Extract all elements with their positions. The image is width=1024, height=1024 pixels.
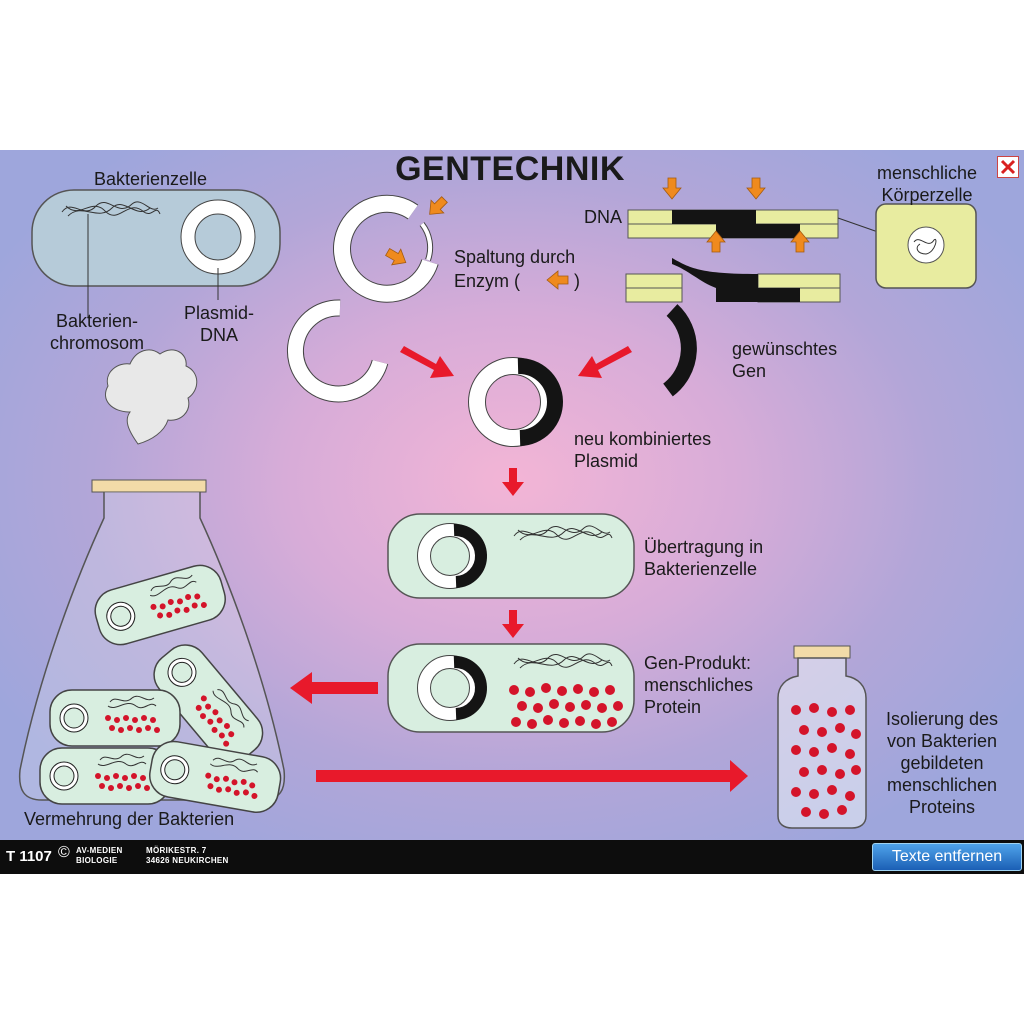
recombined-plasmid-line-1: neu kombiniertes [574,429,712,449]
transfer-line-2: Bakterienzelle [644,559,758,579]
gene-product-line-3: Protein [644,697,702,717]
page-title: GENTECHNIK [395,150,625,188]
bacterial-chromosome-line-2: chromosom [49,333,145,353]
isolation-label: Isolierung des von Bakterien gebildeten … [872,708,1012,818]
close-button[interactable] [997,156,1019,178]
street-text: MÖRIKESTR. 7 [146,846,207,855]
diagram-stage: GENTECHNIK Bakterienzelle Bakterien- chr… [0,150,1024,840]
publisher-text: AV-MEDIEN [76,846,123,855]
bacterial-chromosome-line-1: Bakterien- [55,311,139,331]
recombined-plasmid-line-2: Plasmid [574,451,639,471]
subject-text: BIOLOGIE [76,856,118,865]
gene-product-line-1: Gen-Produkt: [644,653,752,673]
dna-label: DNA [584,207,623,227]
desired-gene-line-1: gewünschtes [732,339,838,359]
remove-texts-button[interactable]: Texte entfernen [872,843,1022,871]
copyright-symbol: © [58,844,70,861]
close-x-icon [1000,159,1016,175]
human-cell-label: menschliche Körperzelle [866,162,988,206]
isolation-line-2: von Bakterien [886,731,998,751]
plasmid-dna-label: Plasmid- DNA [174,302,264,346]
diagram-graphics [18,177,977,829]
bacterial-chromosome-label: Bakterien- chromosom [42,310,152,354]
human-cell-line-2: Körperzelle [881,185,973,205]
plasmid-dna-line-2: DNA [199,325,238,345]
city-text: 34626 NEUKIRCHEN [146,856,229,865]
plasmid-dna-line-1: Plasmid- [183,303,254,323]
cleavage-label-line-2b: ) [574,271,580,291]
footer-bar: T 1107 © AV-MEDIEN BIOLOGIE MÖRIKESTR. 7… [0,840,1024,874]
desired-gene-label: gewünschtes Gen [732,338,837,382]
isolation-line-3: gebildeten [900,753,984,773]
gene-product-line-2: menschliches [644,675,754,695]
isolation-line-1: Isolierung des [885,709,999,729]
bacterial-cell-label: Bakterienzelle [94,169,208,189]
multiplication-label: Vermehrung der Bakterien [24,809,235,829]
recombined-plasmid-label: neu kombiniertes Plasmid [574,428,711,472]
transfer-label: Übertragung in Bakterienzelle [644,536,763,580]
isolation-line-4: menschlichen [886,775,998,795]
product-code: T 1107 [6,848,52,865]
cleavage-label-line-2a: Enzym ( [454,271,521,291]
isolation-line-5: Proteins [908,797,976,817]
desired-gene-line-2: Gen [732,361,767,381]
human-cell-line-1: menschliche [876,163,978,183]
transfer-line-1: Übertragung in [644,537,764,557]
gene-product-label: Gen-Produkt: menschliches Protein [644,652,753,718]
cleavage-label-line-1: Spaltung durch [454,247,576,267]
